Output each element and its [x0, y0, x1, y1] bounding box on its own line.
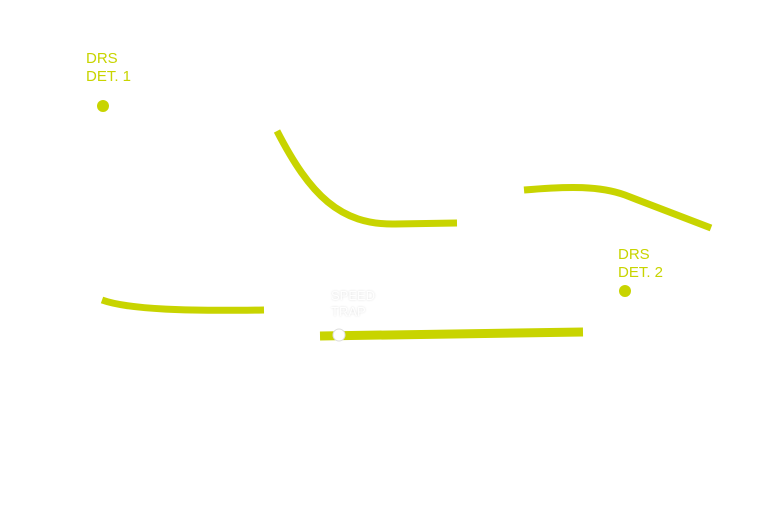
drs-detection-2-label: DRS DET. 2: [618, 246, 663, 282]
label-line: TRAP: [331, 304, 366, 319]
drs-zone-3: [100, 296, 265, 314]
drs-zone-2: [523, 183, 713, 232]
speed-trap-label: SPEED TRAP: [331, 288, 375, 320]
label-line: DRS: [618, 246, 650, 263]
drs-detection-1-label: DRS DET. 1: [86, 50, 131, 86]
label-line: DET. 1: [86, 68, 132, 85]
drs-detection-2-marker: [619, 285, 631, 297]
drs-detection-1-marker: [97, 100, 109, 112]
drs-zone-4: [319, 327, 584, 341]
drs-zone-1: [273, 129, 458, 228]
speed-trap-marker: [332, 328, 346, 342]
label-line: SPEED: [331, 288, 376, 303]
label-line: DRS: [86, 50, 118, 67]
label-line: DET. 2: [618, 264, 664, 281]
